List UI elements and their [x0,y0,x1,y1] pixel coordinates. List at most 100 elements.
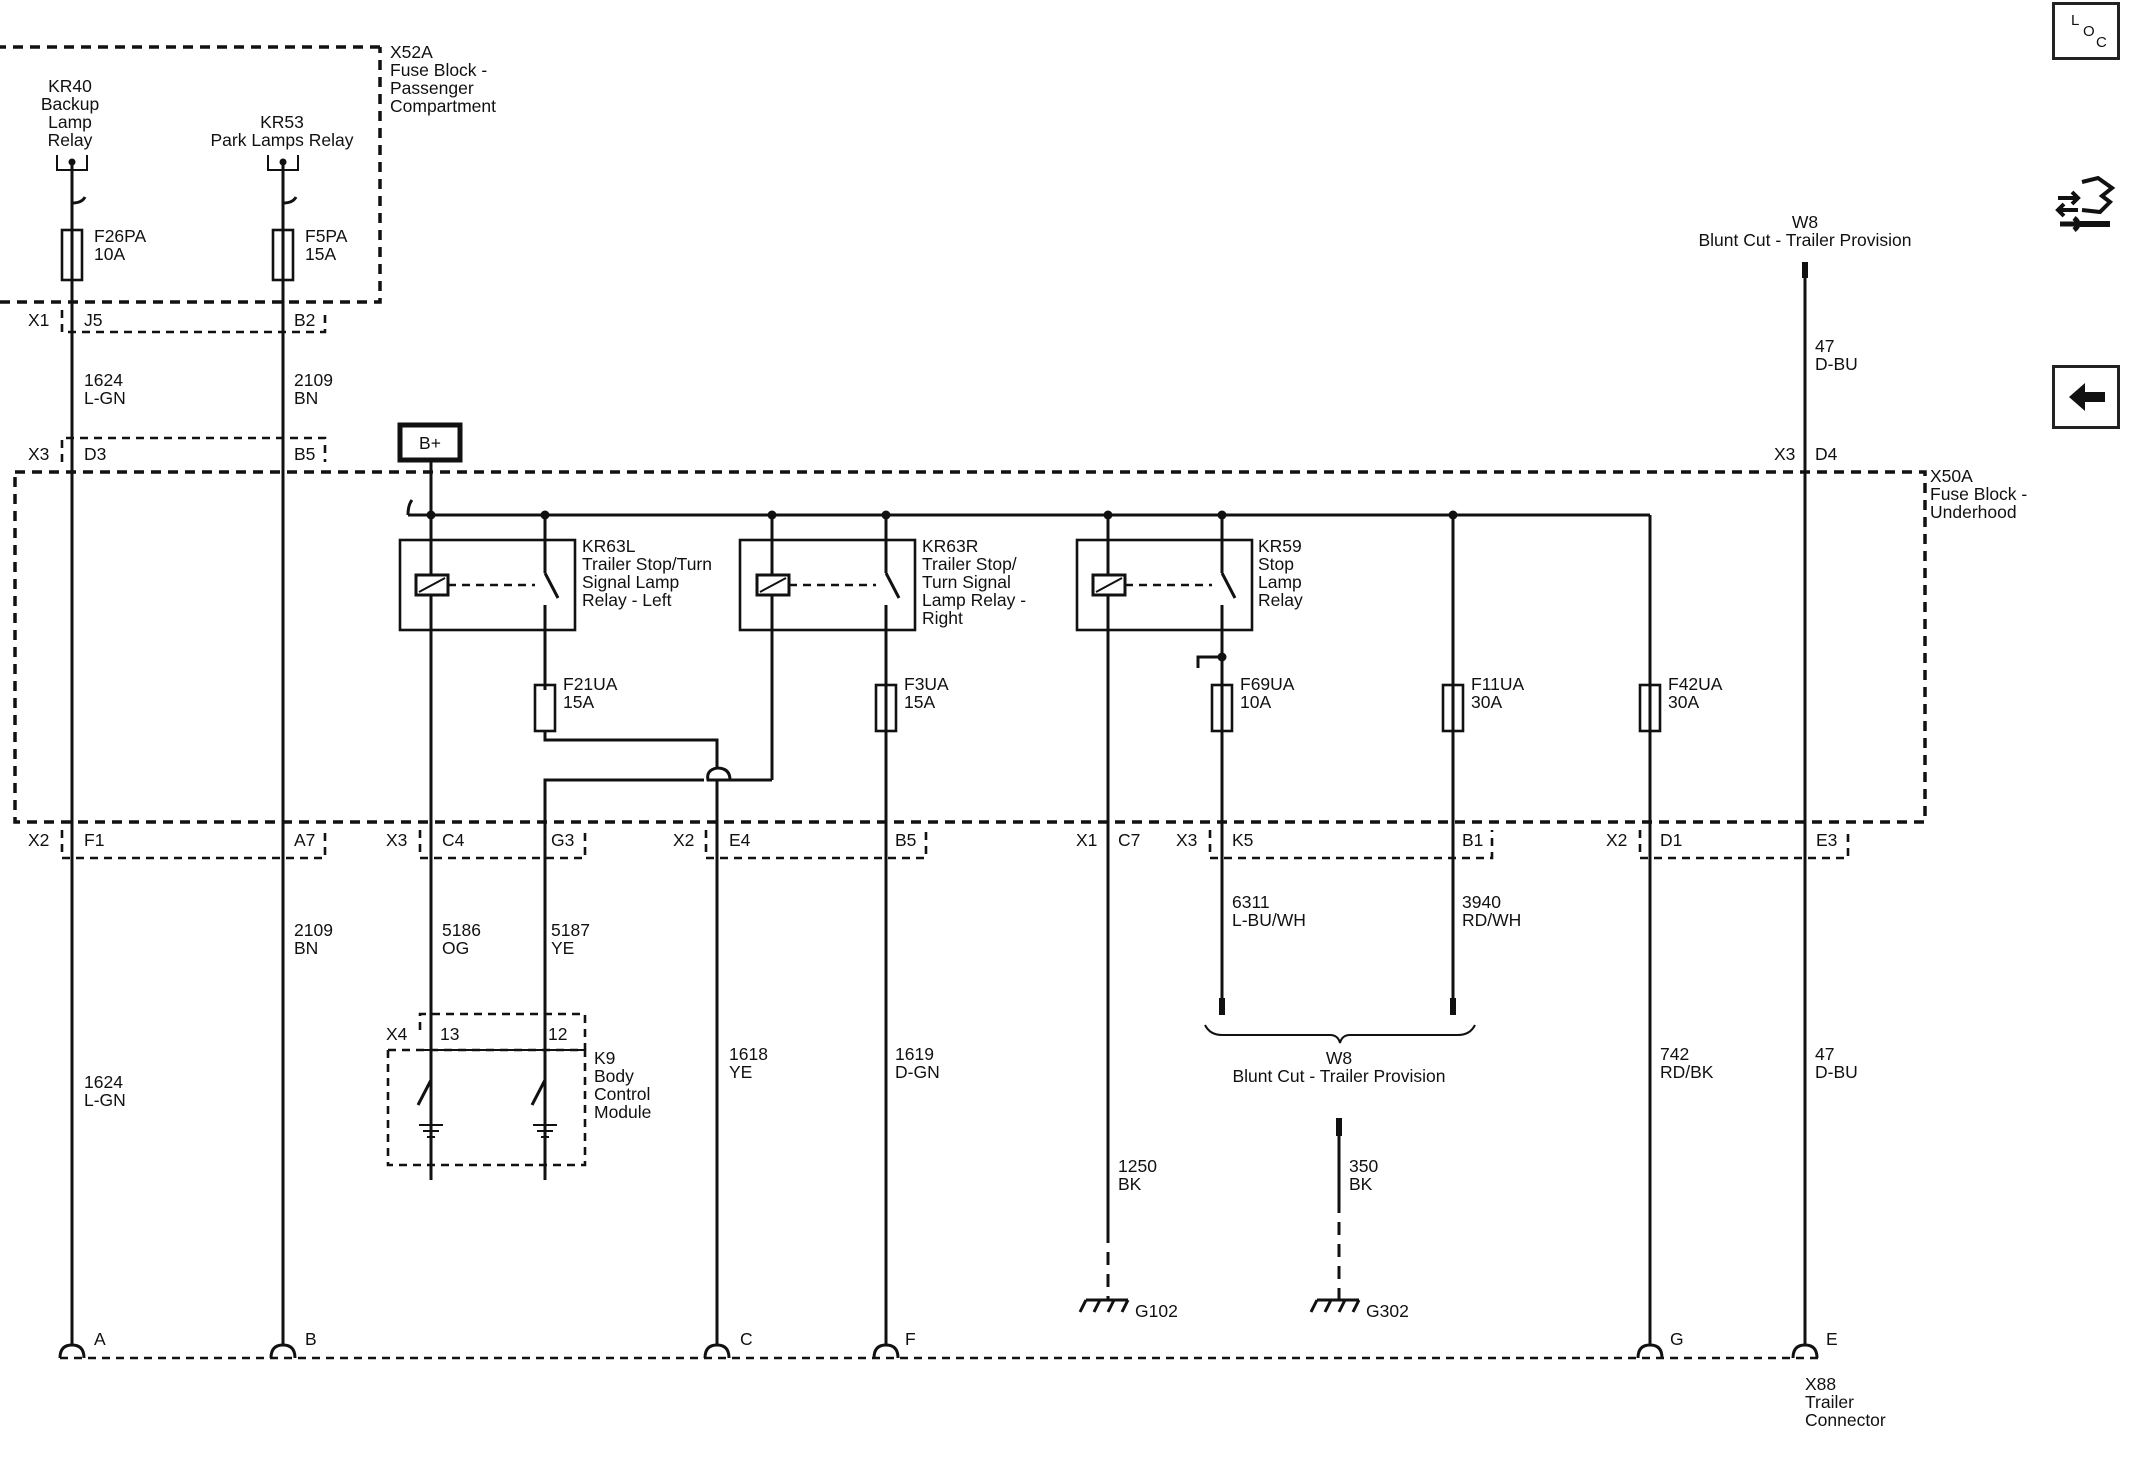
svg-text:B5: B5 [895,830,916,850]
svg-text:X2: X2 [28,830,49,850]
svg-text:30A: 30A [1668,692,1699,712]
svg-text:F42UA: F42UA [1668,674,1723,694]
svg-text:Fuse Block -: Fuse Block - [390,60,487,80]
svg-text:15A: 15A [563,692,594,712]
svg-text:KR59: KR59 [1258,536,1302,556]
svg-text:L: L [2071,12,2079,29]
svg-text:W8: W8 [1792,212,1818,232]
svg-text:Lamp Relay -: Lamp Relay - [922,590,1026,610]
fuse-f69ua [1210,683,1234,733]
svg-text:J5: J5 [84,310,102,330]
svg-text:D1: D1 [1660,830,1682,850]
svg-text:3940: 3940 [1462,892,1501,912]
svg-text:BK: BK [1118,1174,1142,1194]
svg-text:B+: B+ [419,433,441,453]
svg-text:D-BU: D-BU [1815,354,1858,374]
svg-text:X88: X88 [1805,1374,1836,1394]
svg-text:Fuse Block -: Fuse Block - [1930,484,2027,504]
svg-text:Trailer Stop/Turn: Trailer Stop/Turn [582,554,712,574]
svg-text:F5PA: F5PA [305,226,348,246]
svg-text:KR63L: KR63L [582,536,636,556]
fuse-f3ua [874,683,898,733]
svg-text:F26PA: F26PA [94,226,147,246]
svg-text:Lamp: Lamp [48,112,92,132]
svg-text:1624: 1624 [84,370,123,390]
svg-text:10A: 10A [1240,692,1271,712]
svg-text:G302: G302 [1366,1301,1409,1321]
svg-text:742: 742 [1660,1044,1689,1064]
svg-text:Right: Right [922,608,963,628]
svg-text:B1: B1 [1462,830,1483,850]
svg-text:X4: X4 [386,1024,408,1044]
svg-text:Signal Lamp: Signal Lamp [582,572,679,592]
svg-text:BN: BN [294,388,318,408]
relay-kr63r: KR63R Trailer Stop/ Turn Signal Lamp Rel… [738,515,1026,1345]
svg-text:BK: BK [1349,1174,1373,1194]
svg-text:L-GN: L-GN [84,388,126,408]
svg-text:C: C [2096,34,2107,51]
svg-text:BN: BN [294,938,318,958]
svg-text:13: 13 [440,1024,459,1044]
svg-text:F11UA: F11UA [1471,674,1524,694]
svg-text:L-BU/WH: L-BU/WH [1232,910,1306,930]
svg-text:E4: E4 [729,830,751,850]
svg-text:F3UA: F3UA [904,674,949,694]
trailer-connector-x88: A B C F G E X88 Trailer Connector [58,1329,1886,1430]
svg-text:Body: Body [594,1066,634,1086]
relay-kr40: KR40 Backup Lamp Relay [41,76,99,171]
svg-text:D-GN: D-GN [895,1062,940,1082]
blunt-cut-w8-mid: W8 Blunt Cut - Trailer Provision [1233,1048,1446,1086]
fuse-f5pa [271,228,295,282]
location-button[interactable]: L O C [2052,2,2120,60]
svg-text:Park Lamps Relay: Park Lamps Relay [211,130,354,150]
svg-text:Passenger: Passenger [390,78,474,98]
svg-text:YE: YE [551,938,574,958]
ground-g102: G102 [1078,1298,1178,1321]
svg-text:Control: Control [594,1084,650,1104]
svg-text:B2: B2 [294,310,315,330]
svg-text:6311: 6311 [1232,892,1270,912]
svg-text:O: O [2083,23,2095,40]
svg-text:Compartment: Compartment [390,96,496,116]
svg-text:Turn Signal: Turn Signal [922,572,1011,592]
svg-text:C4: C4 [442,830,465,850]
svg-text:1618: 1618 [729,1044,768,1064]
svg-text:2109: 2109 [294,920,333,940]
svg-text:B5: B5 [294,444,315,464]
svg-text:Trailer: Trailer [1805,1392,1854,1412]
relay-kr59: KR59 Stop Lamp Relay [1075,515,1303,1230]
svg-text:X2: X2 [673,830,694,850]
svg-text:A: A [94,1329,106,1349]
relay-kr63l: KR63L Trailer Stop/Turn Signal Lamp Rela… [398,515,712,1180]
connector-x1-top: X1 J5 B2 [28,310,327,334]
svg-text:10A: 10A [94,244,125,264]
svg-text:F69UA: F69UA [1240,674,1295,694]
svg-text:Blunt Cut - Trailer Provision: Blunt Cut - Trailer Provision [1699,230,1912,250]
svg-text:Connector: Connector [1805,1410,1886,1430]
connector-row-bottom: X2 F1 A7 X3 C4 G3 X2 E4 B5 X1 C7 X3 K5 B… [28,830,1850,860]
svg-text:KR53: KR53 [260,112,304,132]
svg-text:1619: 1619 [895,1044,934,1064]
svg-text:C: C [740,1329,753,1349]
fuse-f42ua [1638,683,1662,733]
svg-text:1624: 1624 [84,1072,123,1092]
fuse-f11ua [1441,683,1465,733]
svg-text:Relay: Relay [1258,590,1303,610]
svg-text:X3: X3 [386,830,407,850]
fuse-f21ua [533,683,557,733]
svg-text:30A: 30A [1471,692,1502,712]
svg-text:Underhood: Underhood [1930,502,2017,522]
fuse-f26pa [60,228,84,282]
svg-text:15A: 15A [904,692,935,712]
svg-text:D4: D4 [1815,444,1838,464]
svg-text:F1: F1 [84,830,104,850]
back-button[interactable] [2052,365,2120,429]
svg-text:Stop: Stop [1258,554,1294,574]
svg-text:12: 12 [548,1024,567,1044]
svg-text:5186: 5186 [442,920,481,940]
svg-text:47: 47 [1815,336,1834,356]
svg-text:RD/BK: RD/BK [1660,1062,1714,1082]
connector-views-button[interactable] [2052,172,2120,242]
svg-text:F21UA: F21UA [563,674,618,694]
svg-text:Trailer Stop/: Trailer Stop/ [922,554,1017,574]
